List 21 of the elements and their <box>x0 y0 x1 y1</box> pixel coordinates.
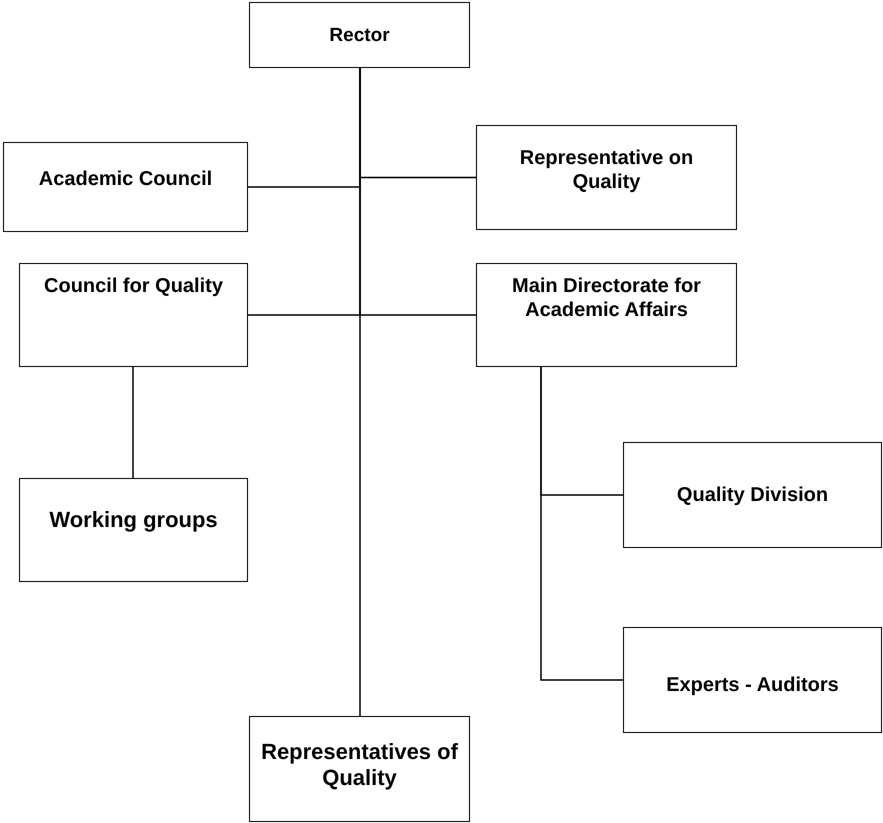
org-box <box>19 263 248 367</box>
org-box <box>623 627 882 733</box>
org-box <box>476 263 737 367</box>
box-label: Representative on Quality <box>518 146 694 194</box>
box-label: Representatives of Quality <box>260 739 459 792</box>
connector-line <box>540 367 623 681</box>
box-label: Rector <box>328 25 391 48</box>
box-label: Council for Quality <box>43 274 224 298</box>
box-label: Academic Council <box>38 167 214 191</box>
box-label: Main Directorate for Academic Affairs <box>511 274 702 322</box>
box-label: Experts - Auditors <box>665 673 840 697</box>
org-box <box>476 125 737 230</box>
org-box <box>249 2 470 68</box>
org-box <box>249 716 470 822</box>
connector-line <box>359 68 361 716</box>
box-label: Quality Division <box>676 483 830 507</box>
org-box <box>19 478 248 582</box>
box-label: Working groups <box>48 507 219 534</box>
connector-line <box>132 367 134 478</box>
org-box <box>623 442 882 548</box>
org-box <box>3 142 248 232</box>
